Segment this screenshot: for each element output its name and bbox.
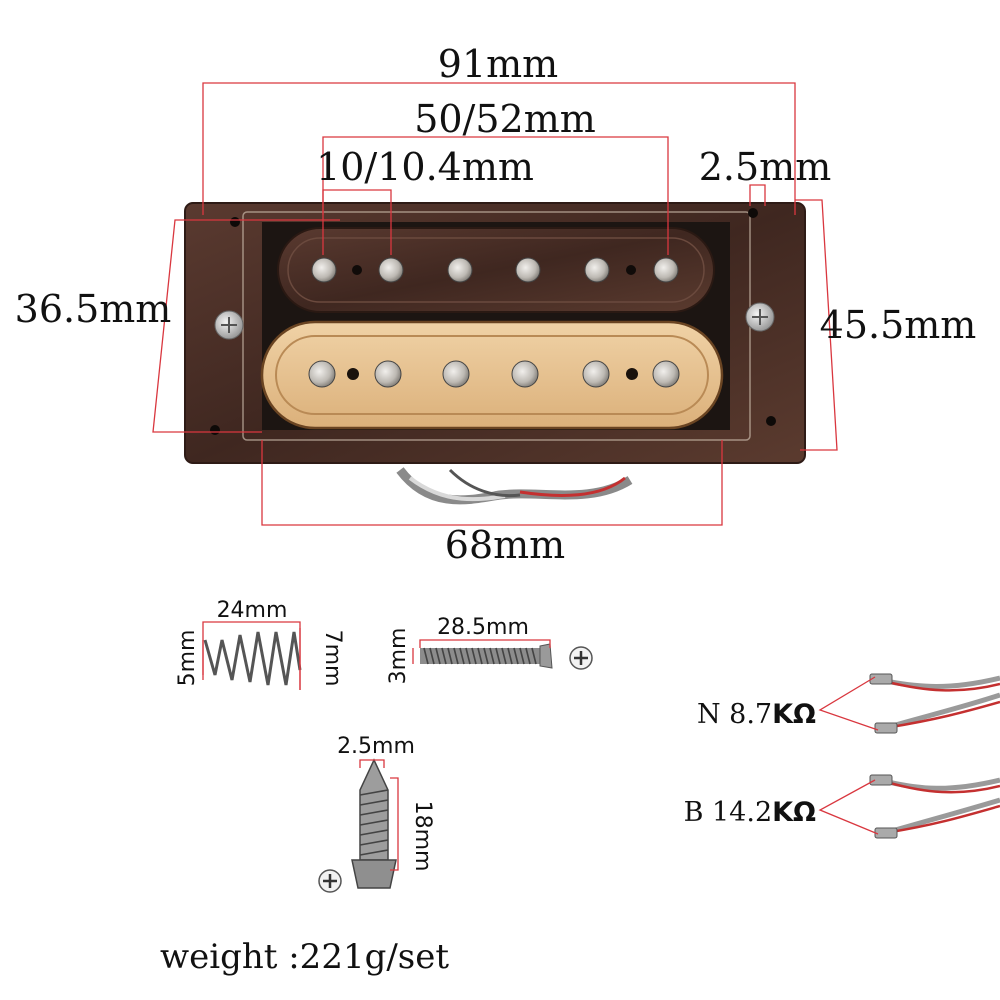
- bridge-resistance-unit: KΩ: [772, 797, 816, 828]
- weight-label: weight :221g/set: [160, 937, 449, 977]
- neck-wire-drawing: [818, 673, 1000, 734]
- spring-coil: [203, 631, 302, 686]
- ring-screw-left: [214, 310, 244, 340]
- bridge-resistance-value: B 14.2: [684, 797, 773, 828]
- spring-small-diameter-label: 5mm: [175, 630, 200, 687]
- rosewood-pole-pieces: [311, 257, 679, 283]
- overall-width-label: 91mm: [438, 42, 558, 86]
- neck-resistance-value: N 8.7: [697, 699, 772, 730]
- inner-width-label: 68mm: [445, 523, 565, 567]
- pickup-drawing: [184, 202, 806, 505]
- bridge-resistance-label: B 14.2KΩ: [684, 797, 816, 828]
- height-screw-drawing: 28.5mm 3mm: [386, 615, 593, 685]
- height-screw-diameter-label: 3mm: [386, 628, 411, 685]
- ring-screw-right: [745, 302, 775, 332]
- mounting-holes: [210, 208, 776, 435]
- inner-height-label: 36.5mm: [15, 287, 172, 331]
- mount-screw-drawing: 2.5mm 18mm: [318, 734, 435, 893]
- mount-screw-diameter-label: 2.5mm: [337, 734, 415, 759]
- outer-height-label: 45.5mm: [820, 303, 977, 347]
- rosewood-bobbin: [277, 227, 715, 313]
- height-screw-length-label: 28.5mm: [437, 615, 529, 640]
- spring-drawing: 24mm 5mm 7mm: [175, 598, 345, 690]
- pole-span-label: 50/52mm: [414, 97, 596, 141]
- maple-pole-pieces: [308, 360, 680, 388]
- bridge-wire-drawing: [818, 774, 1000, 839]
- neck-resistance-label: N 8.7KΩ: [697, 699, 816, 730]
- pickup-dimension-lines: [152, 82, 838, 526]
- spring-large-diameter-label: 7mm: [320, 630, 345, 687]
- phillips-screw-head-icon: [318, 869, 342, 893]
- spring-length-label: 24mm: [217, 598, 288, 623]
- pickup-dimension-labels: 91mm 50/52mm 10/10.4mm 2.5mm 36.5mm 45.5…: [15, 42, 977, 567]
- hole-size-label: 2.5mm: [699, 145, 832, 189]
- neck-resistance-unit: KΩ: [772, 699, 816, 730]
- maple-bobbin: [260, 320, 724, 430]
- pole-spacing-label: 10/10.4mm: [316, 145, 534, 189]
- phillips-screw-head-icon: [569, 646, 593, 670]
- resistance-labels: N 8.7KΩ B 14.2KΩ: [684, 699, 816, 828]
- mount-screw-length-label: 18mm: [410, 801, 435, 872]
- pickup-wires: [396, 467, 633, 505]
